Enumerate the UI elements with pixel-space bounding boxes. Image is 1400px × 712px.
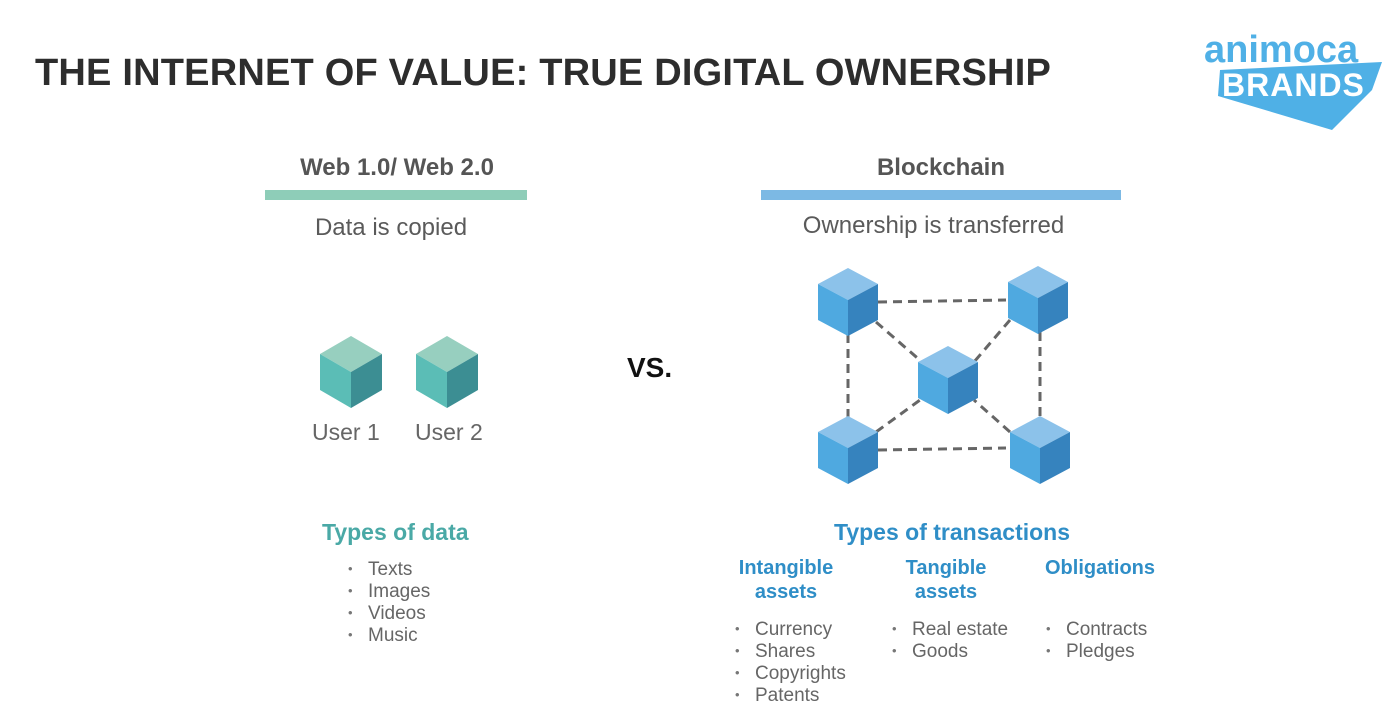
obligations-title: Obligations [1045, 557, 1155, 579]
node-top-left-cube-icon [818, 268, 878, 336]
logo-banner-shape [1218, 62, 1382, 130]
list-item: Pledges [1046, 640, 1147, 662]
link-center-top-left [875, 320, 923, 364]
tangible-assets-list: Real estate Goods [892, 618, 1008, 662]
link-center-top-right [972, 319, 1012, 363]
list-item: Copyrights [735, 662, 846, 684]
blockchain-subtitle: Ownership is transferred [802, 212, 1065, 239]
logo-wordmark-bottom: BRANDS [1222, 67, 1365, 103]
blockchain-accent-bar [761, 190, 1121, 200]
link-bottom [877, 446, 1007, 452]
node-top-right-cube-icon [1008, 266, 1068, 334]
user1-cube-icon [320, 336, 382, 408]
types-of-transactions-title: Types of transactions [834, 519, 1071, 545]
list-item: Videos [348, 602, 430, 624]
web-accent-bar [265, 190, 527, 200]
blockchain-network-diagram [818, 266, 1070, 484]
node-bottom-left-cube-icon [818, 416, 878, 484]
logo-graphic: animoca BRANDS [1204, 29, 1382, 130]
list-item: Images [348, 580, 430, 602]
node-bottom-right-cube-icon [1010, 416, 1070, 484]
logo-wordmark-top: animoca [1204, 29, 1359, 71]
list-item: Goods [892, 640, 1008, 662]
link-center-bottom-left [875, 398, 921, 434]
list-item: Patents [735, 684, 846, 706]
web-subtitle: Data is copied [314, 214, 468, 241]
page-title: THE INTERNET OF VALUE: TRUE DIGITAL OWNE… [35, 52, 1051, 94]
link-center-bottom-right [973, 398, 1011, 434]
node-center-cube-icon [918, 346, 978, 414]
obligations-list: Contracts Pledges [1046, 618, 1147, 662]
types-of-data-list: Texts Images Videos Music [348, 558, 430, 646]
list-item: Contracts [1046, 618, 1147, 640]
types-of-data-title: Types of data [322, 519, 469, 545]
user2-cube-icon [416, 336, 478, 408]
list-item: Shares [735, 640, 846, 662]
list-item: Texts [348, 558, 430, 580]
web-heading: Web 1.0/ Web 2.0 [300, 154, 494, 181]
animoca-brands-logo: animoca BRANDS [1200, 26, 1390, 134]
tangible-assets-title: Tangible assets [905, 557, 987, 603]
network-links [846, 298, 1042, 452]
versus-label: VS. [627, 352, 673, 383]
link-top [877, 298, 1007, 304]
list-item: Currency [735, 618, 846, 640]
list-item: Real estate [892, 618, 1008, 640]
user-1-label: User 1 [312, 419, 380, 445]
intangible-assets-list: Currency Shares Copyrights Patents [735, 618, 846, 706]
intangible-assets-title: Intangible assets [738, 557, 834, 603]
blockchain-heading: Blockchain [876, 154, 1006, 181]
web-user-cubes [320, 336, 478, 408]
user-2-label: User 2 [415, 419, 483, 445]
list-item: Music [348, 624, 430, 646]
